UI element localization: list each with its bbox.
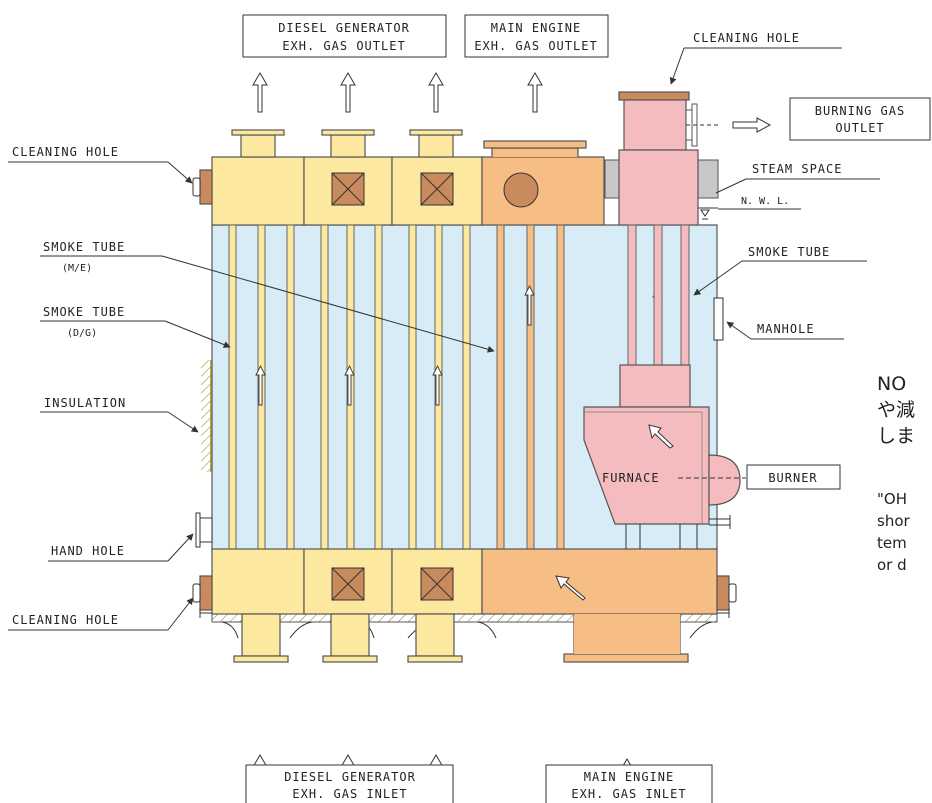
hand-hole-label: HAND HOLE: [51, 544, 125, 558]
smoke-tube-right-label: SMOKE TUBE: [748, 245, 830, 259]
dg-outlet-label-1: DIESEL GENERATOR: [278, 21, 410, 35]
me-outlet-label-2: EXH. GAS OUTLET: [474, 39, 597, 53]
dg-inlet-stub-1: [241, 613, 281, 657]
dg-outlet-label-2: EXH. GAS OUTLET: [282, 39, 405, 53]
bottom-me-arrow: [555, 575, 586, 601]
damper-top-me: [503, 172, 539, 208]
burner-label: BURNER: [768, 471, 817, 485]
top-header-me: [481, 156, 605, 226]
damper-top-3: [420, 172, 454, 206]
dg-inlet-stub-2: [330, 613, 370, 657]
dg-inlet-label-1: DIESEL GENERATOR: [284, 770, 416, 784]
dg-outlet-stub-2: [330, 134, 366, 158]
damper-bottom-2: [331, 567, 365, 601]
nwl-label: N. W. L.: [741, 196, 789, 207]
smoke-tube-me-sublabel: (M/E): [62, 263, 92, 274]
base-plate: [211, 613, 718, 623]
burner-label-box: [746, 464, 841, 490]
manhole: [713, 297, 724, 341]
note-en-line-4: or d: [877, 556, 907, 574]
furnace-flow-arrow: [648, 424, 674, 449]
smoke-tube-me-label: SMOKE TUBE: [43, 240, 125, 254]
burning-gas-outlet-label-2: OUTLET: [835, 121, 884, 135]
me-outlet-label-box: [464, 14, 609, 58]
dg-inlet-label-box: [245, 764, 454, 803]
dg-inlet-label-2: EXH. GAS INLET: [292, 787, 407, 801]
me-inlet-label-1: MAIN ENGINE: [584, 770, 674, 784]
damper-top-2: [331, 172, 365, 206]
damper-bottom-3: [420, 567, 454, 601]
burning-gas-outlet-label-1: BURNING GAS: [815, 104, 905, 118]
me-inlet-label-box: [545, 764, 713, 803]
cleaning-hole-left-bottom: [199, 575, 213, 611]
hand-hole: [199, 517, 213, 543]
burning-gas-outlet-arrow: [732, 117, 772, 133]
smoke-tube-dg-label: SMOKE TUBE: [43, 305, 125, 319]
cleaning-hole-left-bottom-label: CLEANING HOLE: [12, 613, 119, 627]
top-header-dg-1: [211, 156, 305, 226]
note-en-line-2: shor: [877, 512, 910, 530]
cleaning-hole-left-top: [199, 169, 213, 205]
note-jp-line-3: しま: [877, 425, 915, 447]
nwl-marker: [700, 209, 710, 217]
steam-space-left: [604, 159, 620, 199]
burning-gas-chamber: [623, 99, 687, 151]
outlet-arrows: [252, 72, 543, 113]
note-jp-line-1: NO: [877, 373, 906, 395]
me-outlet-label-1: MAIN ENGINE: [491, 21, 581, 35]
dg-outlet-stub-1: [240, 134, 276, 158]
note-en-line-1: "OH: [877, 490, 907, 508]
cleaning-hole-top-label: CLEANING HOLE: [693, 31, 800, 45]
manhole-label: MANHOLE: [757, 322, 815, 336]
bottom-header-dg-1: [211, 548, 305, 615]
bottom-header-me: [481, 548, 718, 615]
dg-inlet-stub-3: [415, 613, 455, 657]
dg-outlet-stub-3: [418, 134, 454, 158]
me-inlet-label-2: EXH. GAS INLET: [571, 787, 686, 801]
steam-space-label: STEAM SPACE: [752, 162, 842, 176]
insulation-label: INSULATION: [44, 396, 126, 410]
furnace-assembly: [583, 91, 741, 549]
furnace-label: FURNACE: [602, 471, 660, 485]
insulation: [201, 360, 211, 472]
note-en-line-3: tem: [877, 534, 907, 552]
steam-space-right: [697, 159, 719, 199]
note-jp-line-2: や減: [877, 399, 915, 421]
burning-gas-outlet-box: [789, 97, 931, 141]
me-outlet-stub: [491, 147, 579, 157]
dg-outlet-label-box: [242, 14, 447, 58]
furnace: [583, 406, 710, 525]
smoke-tube-dg-sublabel: (D/G): [67, 328, 97, 339]
cleaning-hole-left-top-label: CLEANING HOLE: [12, 145, 119, 159]
cleaning-hole-right-bottom: [716, 575, 730, 611]
